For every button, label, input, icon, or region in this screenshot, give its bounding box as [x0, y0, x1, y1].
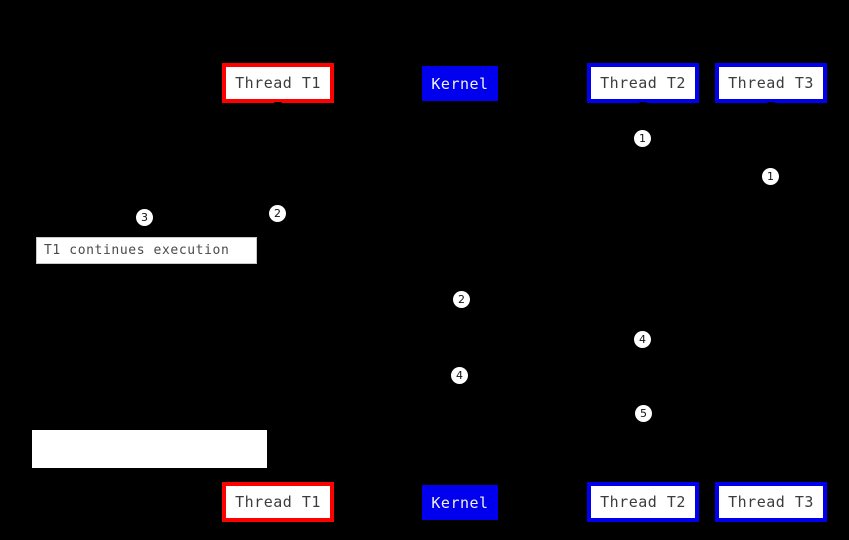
participant-footer-thread-t2[interactable]: Thread T2	[587, 482, 699, 522]
note-t1-continues-execution: T1 continues execution	[36, 237, 257, 264]
step-marker: 4	[634, 331, 651, 348]
participant-label-kernel: Kernel	[431, 74, 489, 93]
participant-label-thread-t2-footer: Thread T2	[600, 493, 686, 511]
lifeline-thread-t1	[278, 103, 279, 482]
participant-label-thread-t1-footer: Thread T1	[235, 493, 321, 511]
lifeline-thread-t2	[643, 103, 644, 482]
participant-footer-thread-t1[interactable]: Thread T1	[222, 482, 334, 522]
participant-footer-thread-t3[interactable]: Thread T3	[715, 482, 827, 522]
message-line-3	[278, 214, 460, 215]
participant-label-kernel-footer: Kernel	[431, 493, 489, 512]
step-marker: 1	[634, 130, 651, 147]
step-marker: 2	[453, 291, 470, 308]
participant-footer-kernel[interactable]: Kernel	[422, 485, 498, 520]
participant-label-thread-t3: Thread T3	[728, 74, 814, 92]
lifeline-nub-t2-bottom	[639, 477, 647, 482]
lifeline-nub-t3-bottom	[767, 477, 775, 482]
message-line-6	[460, 376, 643, 377]
step-marker: 3	[136, 209, 153, 226]
lifeline-nub-t2-top	[639, 102, 647, 107]
message-line-5	[460, 340, 643, 341]
participant-label-thread-t3-footer: Thread T3	[728, 493, 814, 511]
lifeline-nub-t3-top	[767, 102, 775, 107]
step-marker: 4	[451, 367, 468, 384]
message-line-2	[460, 177, 771, 178]
message-arrowhead-1	[764, 135, 771, 143]
step-marker: 2	[269, 205, 286, 222]
participant-header-thread-t2[interactable]: Thread T2	[587, 63, 699, 103]
participant-header-thread-t1[interactable]: Thread T1	[222, 63, 334, 103]
step-marker: 1	[762, 168, 779, 185]
participant-label-thread-t1: Thread T1	[235, 74, 321, 92]
message-arrowhead-2	[460, 173, 467, 181]
participant-header-kernel[interactable]: Kernel	[422, 66, 498, 101]
message-line-7	[460, 414, 643, 415]
lifeline-thread-t3	[771, 103, 772, 482]
lifeline-nub-t1-bottom	[274, 477, 282, 482]
participant-label-thread-t2: Thread T2	[600, 74, 686, 92]
step-marker: 5	[635, 405, 652, 422]
lifeline-nub-t1-top	[274, 102, 282, 107]
participant-header-thread-t3[interactable]: Thread T3	[715, 63, 827, 103]
note-blank	[32, 430, 267, 468]
message-line-4	[278, 300, 460, 301]
message-line-1	[643, 139, 771, 140]
